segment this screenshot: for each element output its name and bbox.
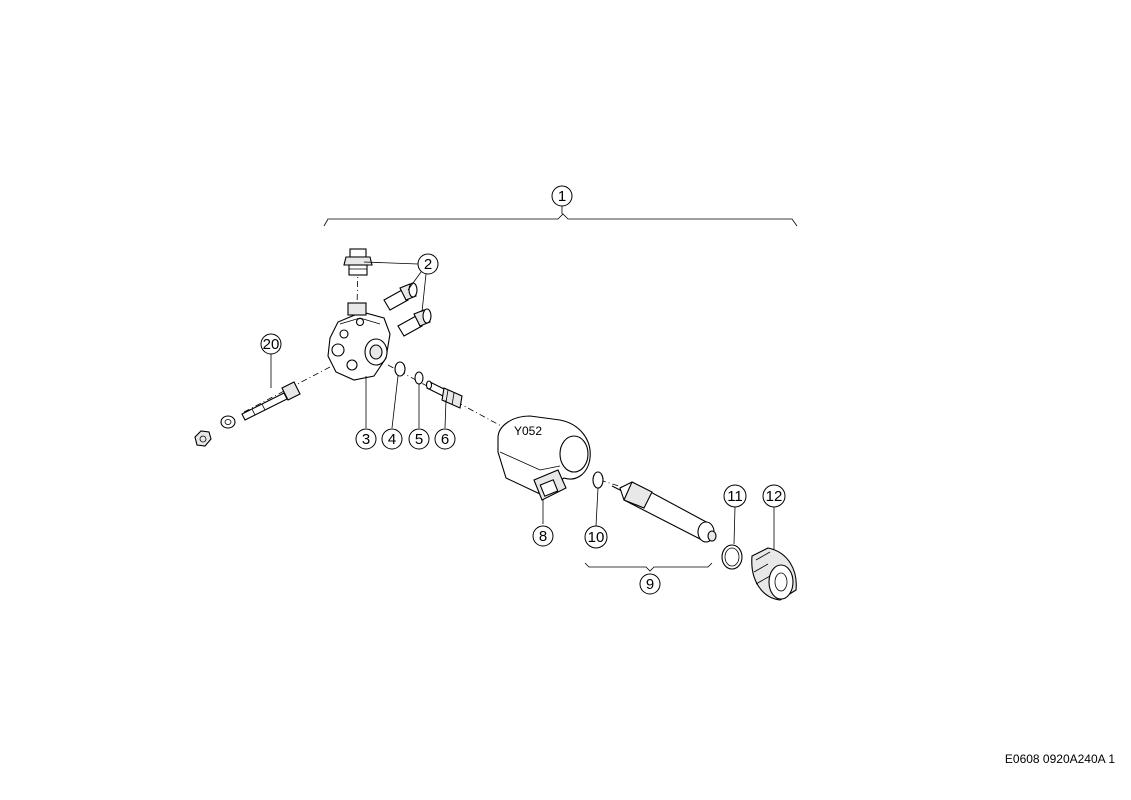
svg-text:4: 4 [388, 431, 396, 448]
svg-text:2: 2 [424, 256, 432, 273]
washer-part [220, 415, 236, 429]
cartridge-part [425, 380, 463, 409]
assembly-bracket-9 [584, 562, 713, 572]
callout-12: 12 [762, 484, 786, 508]
svg-text:8: 8 [539, 528, 547, 545]
svg-text:11: 11 [727, 488, 743, 505]
o-ring-4-part [394, 361, 406, 377]
o-ring-10-part [592, 471, 604, 489]
svg-text:10: 10 [588, 529, 605, 546]
nut-part [194, 430, 212, 447]
o-ring-5-part [414, 371, 424, 385]
valve-block-part [327, 302, 391, 381]
callout-2: 2 [417, 253, 439, 275]
callout-6: 6 [434, 428, 456, 450]
svg-text:6: 6 [441, 431, 449, 448]
callout-11: 11 [723, 484, 747, 508]
callout-3: 3 [355, 428, 377, 450]
reference-code: E0608 0920A240A 1 [1004, 752, 1115, 766]
svg-text:9: 9 [646, 576, 654, 593]
knurled-nut-part [751, 547, 797, 601]
callout-1: 1 [551, 185, 573, 207]
bolt-part [241, 381, 301, 421]
solenoid-coil-part: Y052 [497, 415, 591, 501]
fitting-top-part [343, 248, 373, 276]
svg-text:12: 12 [766, 488, 783, 505]
o-ring-11-part [721, 544, 743, 570]
callout-20: 20 [260, 333, 282, 355]
fitting-lower-part [397, 308, 432, 337]
assembly-bracket-1 [323, 213, 798, 227]
armature-tube-part [611, 481, 717, 543]
svg-text:1: 1 [558, 188, 566, 205]
svg-text:3: 3 [362, 431, 370, 448]
svg-text:20: 20 [263, 336, 280, 353]
callout-5: 5 [408, 428, 430, 450]
callout-9: 9 [639, 573, 661, 595]
fitting-middle-part [383, 282, 418, 311]
leader-lines [270, 206, 775, 550]
callout-8: 8 [532, 525, 554, 547]
callout-10: 10 [584, 525, 608, 549]
callout-4: 4 [381, 428, 403, 450]
coil-label: Y052 [514, 424, 542, 438]
svg-text:5: 5 [415, 431, 423, 448]
